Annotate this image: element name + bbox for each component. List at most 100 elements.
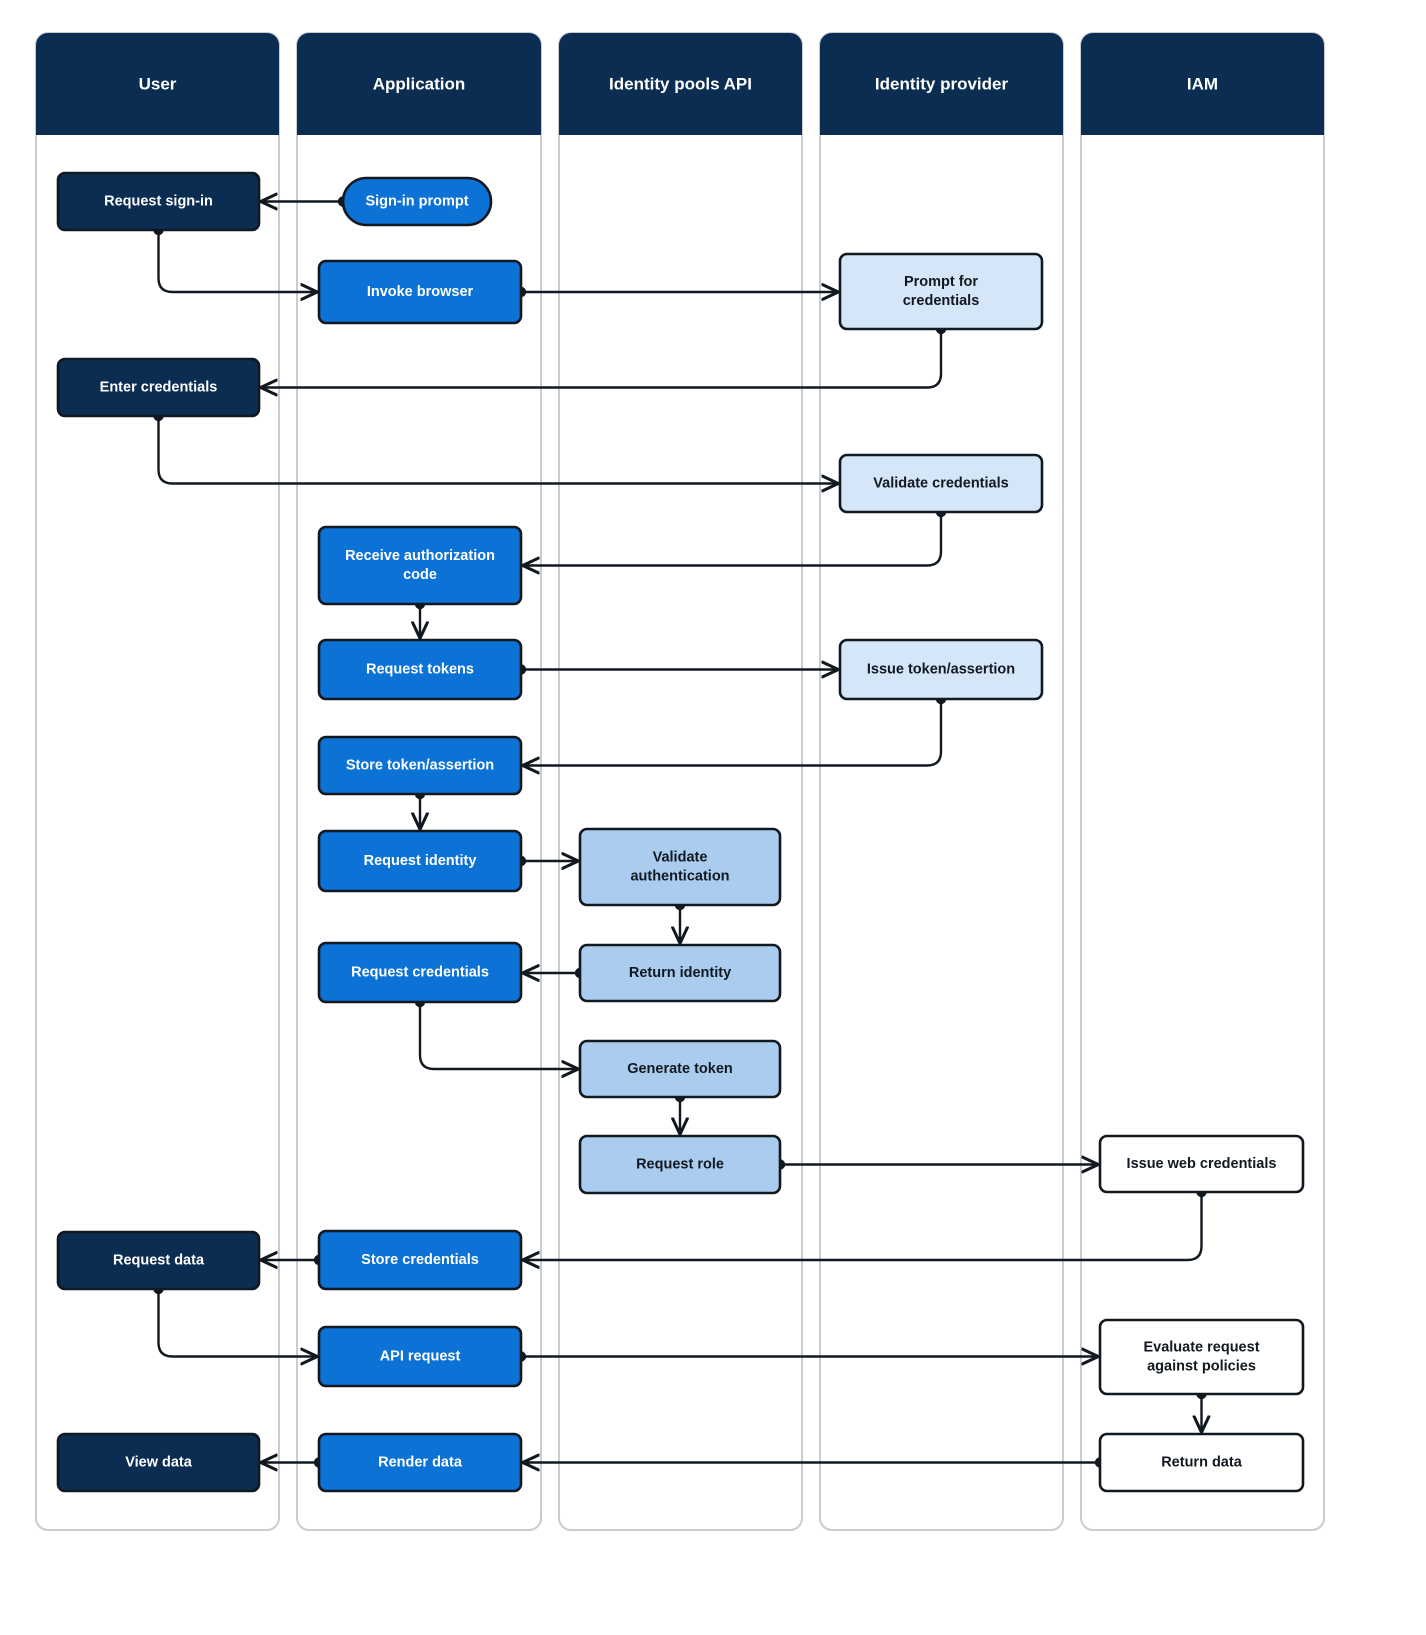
- node-shape-n9: [838, 638, 1044, 701]
- node-shape-n21: [1098, 1318, 1305, 1396]
- node-label-n10: Store token/assertion: [346, 757, 494, 773]
- lane-header-label-user: User: [139, 74, 177, 93]
- node-n16[interactable]: Request role: [578, 1134, 782, 1195]
- lane-header-pool[interactable]: [559, 33, 802, 135]
- node-n15[interactable]: Generate token: [578, 1039, 782, 1099]
- node-shape-n14: [317, 941, 523, 1004]
- edge-request-signin-to-invoke-browser: [157, 230, 318, 292]
- node-n2[interactable]: Sign-in prompt: [341, 176, 493, 227]
- node-shape-n24: [56, 1432, 261, 1493]
- edge-issue-web-credentials-to-store-credentials: [523, 1192, 1203, 1260]
- node-label-n8: Request tokens: [366, 661, 474, 677]
- node-n24[interactable]: View data: [56, 1432, 261, 1493]
- node-label-n6: Validate credentials: [873, 475, 1008, 491]
- lane-header-idp[interactable]: [820, 33, 1063, 135]
- node-label-n9: Issue token/assertion: [867, 661, 1015, 677]
- node-shape-n18: [317, 1229, 523, 1291]
- node-shape-n17: [1098, 1134, 1305, 1194]
- lane-body-iam: [1080, 32, 1325, 1531]
- edge-issue-token-to-store-token: [523, 699, 943, 766]
- node-label-n21: against policies: [1147, 1358, 1256, 1374]
- node-label-n24: View data: [125, 1454, 193, 1470]
- node-n4[interactable]: Prompt for credentials: [838, 252, 1044, 331]
- lane-header-label-pool: Identity pools API: [609, 74, 752, 93]
- node-n12[interactable]: Validate authentication: [578, 827, 782, 907]
- node-label-n4: credentials: [903, 293, 980, 309]
- node-label-n16: Request role: [636, 1156, 724, 1172]
- node-label-n5: Enter credentials: [100, 379, 218, 395]
- node-shape-n15: [578, 1039, 782, 1099]
- node-label-n3: Invoke browser: [367, 284, 474, 300]
- node-shape-n6: [838, 453, 1044, 514]
- node-shape-n4: [838, 252, 1044, 331]
- lane-header-iam[interactable]: [1081, 33, 1324, 135]
- lane-header-app[interactable]: [297, 33, 541, 135]
- node-n11[interactable]: Request identity: [317, 829, 523, 893]
- lane-header-label-idp: Identity provider: [875, 74, 1009, 93]
- node-shape-n5: [56, 357, 261, 418]
- node-shape-n10: [317, 735, 523, 796]
- edge-request-credentials-to-generate-token: [418, 1002, 578, 1069]
- node-label-n17: Issue web credentials: [1127, 1156, 1277, 1172]
- node-shape-n2: [341, 176, 493, 227]
- node-n1[interactable]: Request sign-in: [56, 171, 261, 232]
- node-shape-n3: [317, 259, 523, 325]
- node-shape-n13: [578, 943, 782, 1003]
- edge-enter-credentials-to-validate-credentials: [157, 416, 839, 484]
- edge-validate-credentials-to-receive-auth-code: [523, 512, 943, 566]
- lane-header-user[interactable]: [36, 33, 279, 135]
- node-label-n18: Store credentials: [361, 1252, 479, 1268]
- node-label-n23: Return data: [1161, 1454, 1243, 1470]
- node-shape-n7: [317, 525, 523, 606]
- swimlane-pool: Identity pools API: [558, 32, 803, 1531]
- node-n10[interactable]: Store token/assertion: [317, 735, 523, 796]
- node-label-n19: Request data: [113, 1252, 205, 1268]
- node-label-n4: Prompt for: [904, 274, 978, 290]
- node-shape-n11: [317, 829, 523, 893]
- node-n14[interactable]: Request credentials: [317, 941, 523, 1004]
- node-shape-n20: [317, 1325, 523, 1388]
- node-shape-n8: [317, 638, 523, 701]
- node-label-n20: API request: [380, 1348, 461, 1364]
- node-n7[interactable]: Receive authorization code: [317, 525, 523, 606]
- node-label-n12: authentication: [630, 868, 729, 884]
- node-n22[interactable]: Render data: [317, 1432, 523, 1493]
- lane-body-pool: [558, 32, 803, 1531]
- node-n17[interactable]: Issue web credentials: [1098, 1134, 1305, 1194]
- lane-header-label-app: Application: [373, 74, 466, 93]
- node-label-n21: Evaluate request: [1143, 1339, 1259, 1355]
- swimlane-iam: IAM: [1080, 32, 1325, 1531]
- node-shape-n22: [317, 1432, 523, 1493]
- node-label-n7: Receive authorization: [345, 548, 495, 564]
- node-shape-n16: [578, 1134, 782, 1195]
- node-n6[interactable]: Validate credentials: [838, 453, 1044, 514]
- swimlane-group: User Application Identity pools API Identit…: [35, 32, 1325, 1531]
- node-n5[interactable]: Enter credentials: [56, 357, 261, 418]
- node-label-n22: Render data: [378, 1454, 463, 1470]
- node-n23[interactable]: Return data: [1098, 1432, 1305, 1493]
- node-n13[interactable]: Return identity: [578, 943, 782, 1003]
- node-label-n12: Validate: [653, 849, 708, 865]
- node-shape-n23: [1098, 1432, 1305, 1493]
- node-n9[interactable]: Issue token/assertion: [838, 638, 1044, 701]
- node-n20[interactable]: API request: [317, 1325, 523, 1388]
- node-n3[interactable]: Invoke browser: [317, 259, 523, 325]
- node-label-n7: code: [403, 567, 437, 583]
- node-n8[interactable]: Request tokens: [317, 638, 523, 701]
- node-shape-n19: [56, 1230, 261, 1291]
- node-label-n13: Return identity: [629, 965, 731, 981]
- node-label-n14: Request credentials: [351, 964, 489, 980]
- node-label-n1: Request sign-in: [104, 193, 213, 209]
- lane-header-label-iam: IAM: [1187, 74, 1218, 93]
- node-n21[interactable]: Evaluate request against policies: [1098, 1318, 1305, 1396]
- node-shape-n12: [578, 827, 782, 907]
- node-label-n15: Generate token: [627, 1061, 733, 1077]
- node-n19[interactable]: Request data: [56, 1230, 261, 1291]
- node-n18[interactable]: Store credentials: [317, 1229, 523, 1291]
- node-shape-n1: [56, 171, 261, 232]
- swimlane-idp: Identity provider: [819, 32, 1064, 1531]
- node-label-n2: Sign-in prompt: [365, 193, 468, 209]
- edge-request-data-to-api-request: [157, 1289, 318, 1357]
